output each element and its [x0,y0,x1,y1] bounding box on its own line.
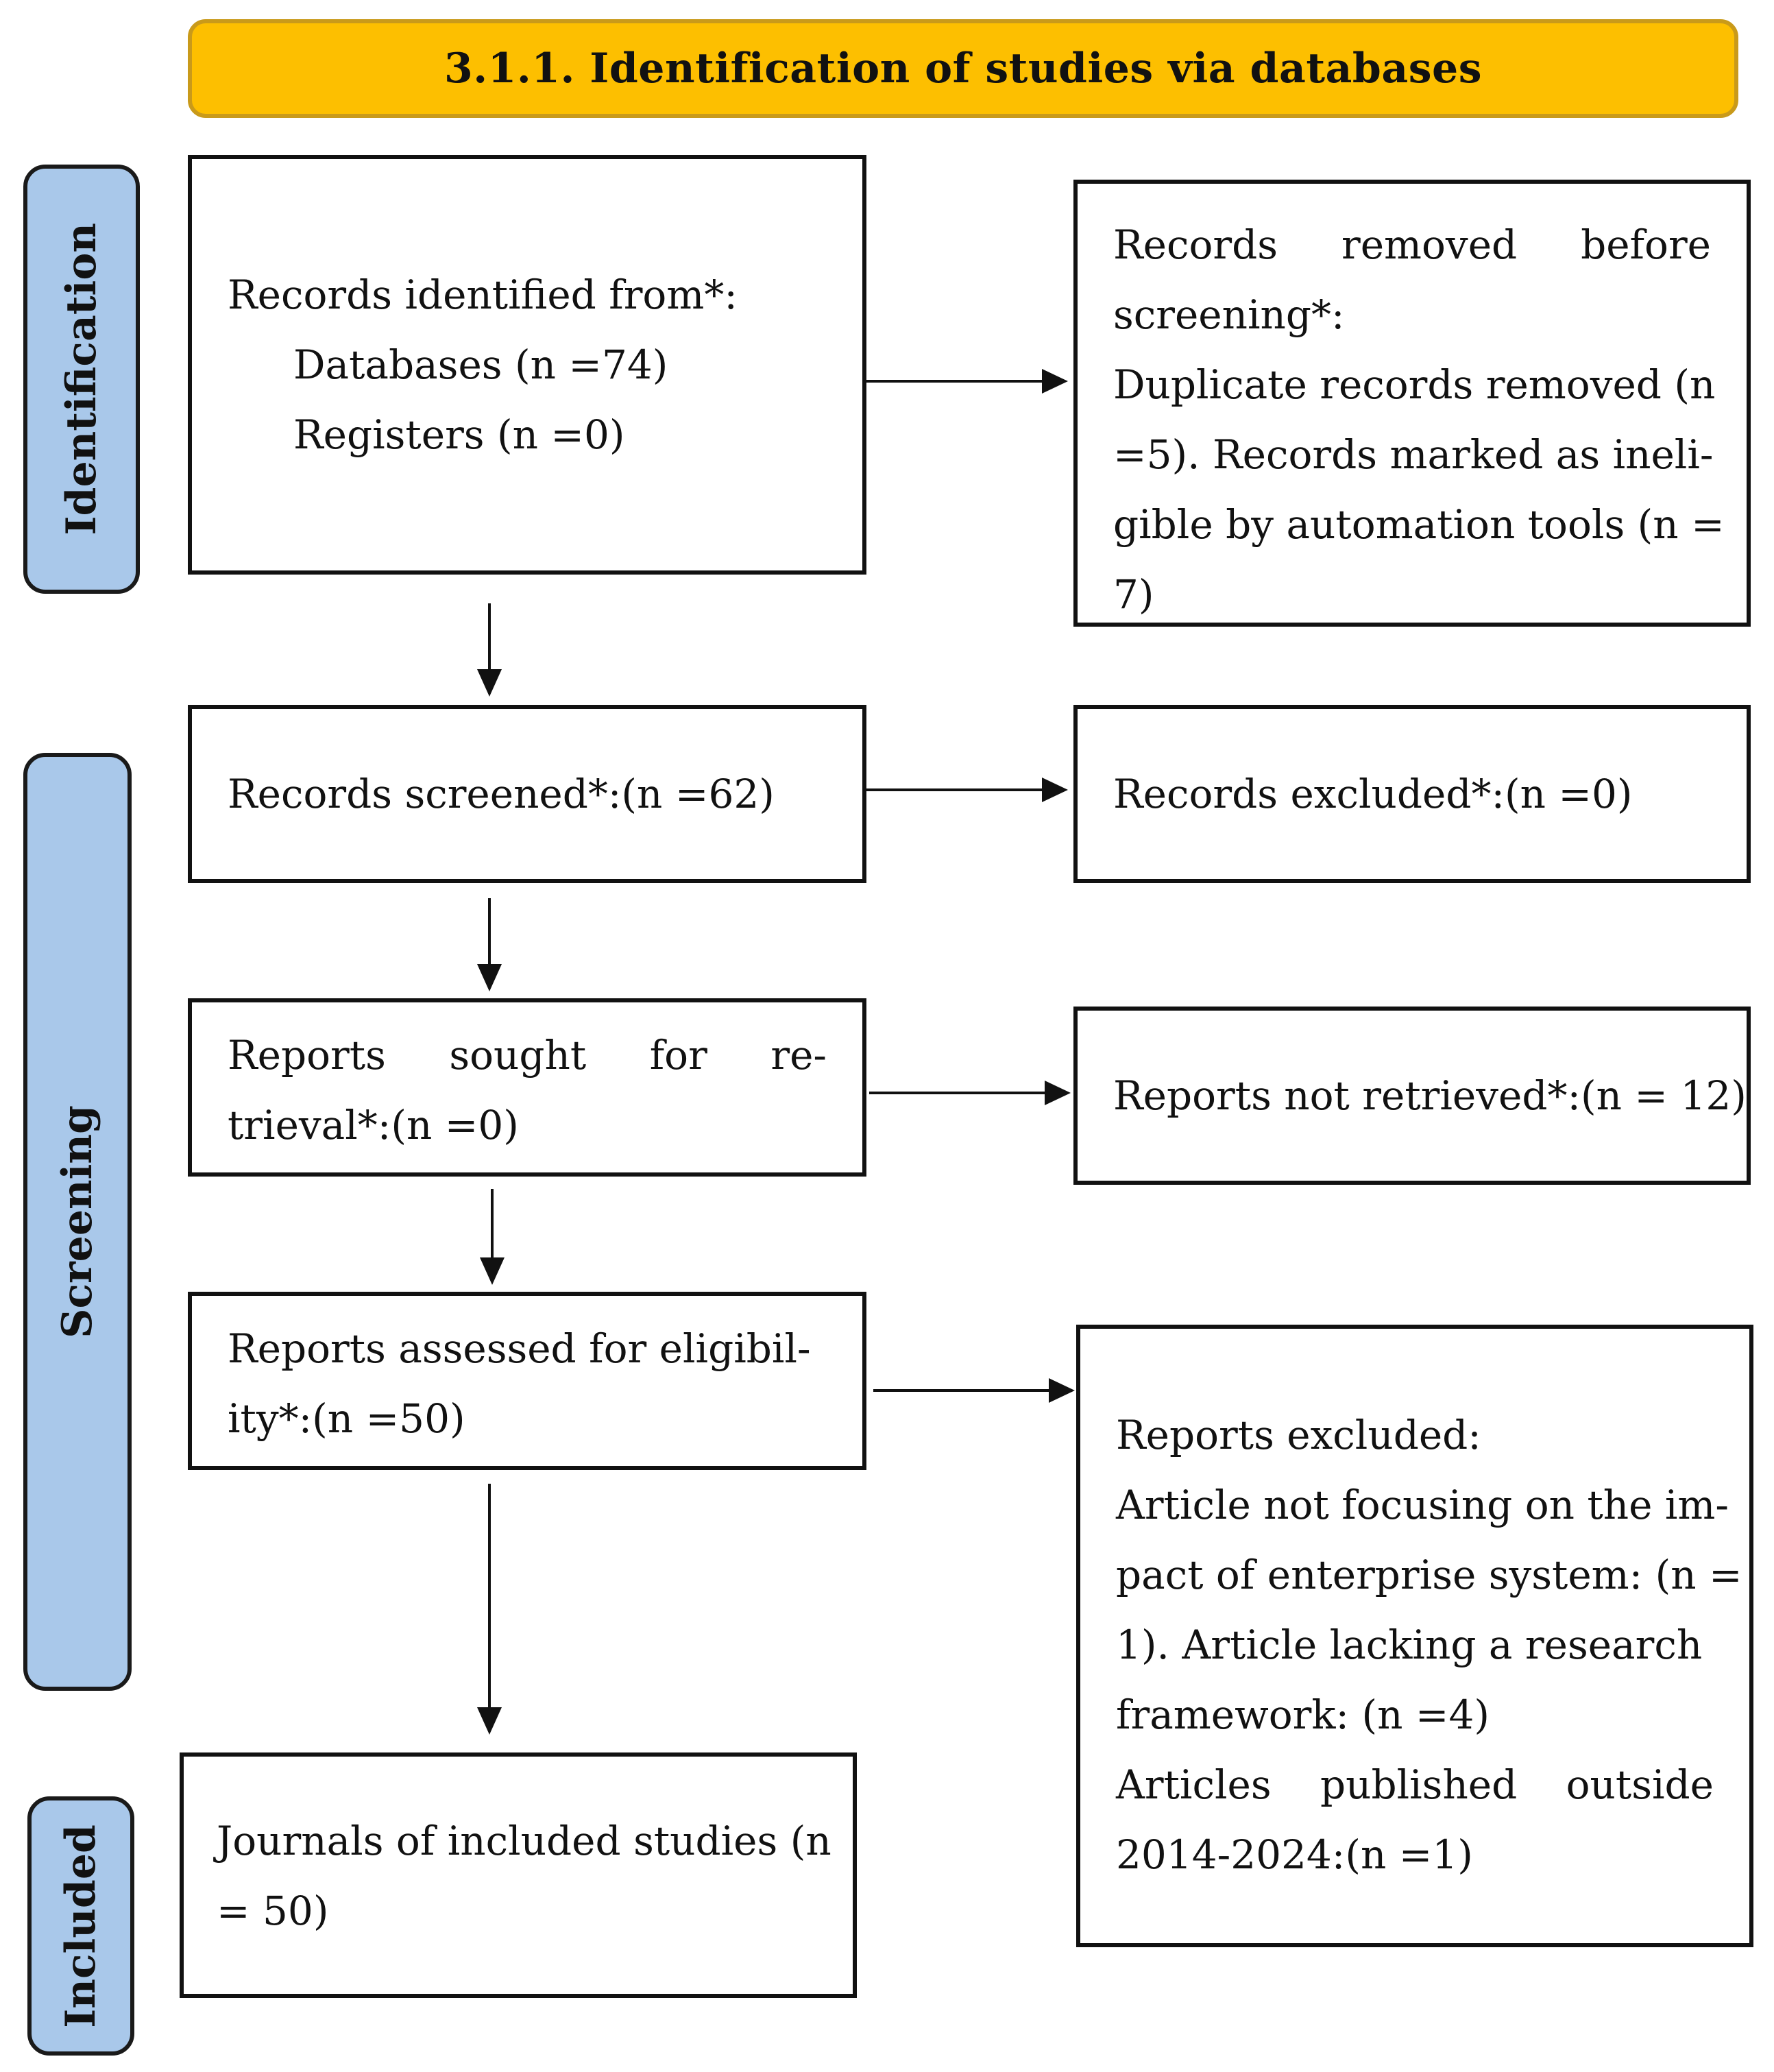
sought-line-2: trieval*:(n =0) [228,1102,519,1148]
removed-line-4: =5). Records marked as ineli- [1113,431,1714,478]
removed-word: before [1581,221,1711,268]
arrowhead-assessed [480,1257,505,1285]
box-records-identified: Records identified from*: Databases (n =… [188,155,866,575]
box-reports-excluded: Reports excluded: Article not focusing o… [1076,1325,1753,1947]
rexcl-word: published [1320,1761,1518,1808]
removed-word: Records [1113,221,1278,268]
sought-word: for [649,1032,707,1079]
identified-registers: Registers (n =0) [293,411,625,458]
removed-line-5: gible by automation tools (n = [1113,501,1725,548]
included-line-1: Journals of included studies (n [217,1818,831,1864]
excluded-line-1: Records excluded*:(n =0) [1113,771,1633,817]
header-bar: 3.1.1. Identification of studies via dat… [188,19,1738,118]
removed-line-3: Duplicate records removed (n [1113,361,1716,408]
box-reports-not-retrieved: Reports not retrieved*:(n = 12) [1073,1007,1751,1185]
removed-line-6: 7) [1113,571,1154,618]
rexcl-line-6: Articles published outside [1116,1750,1714,1820]
rexcl-line-2: Article not focusing on the im- [1116,1482,1729,1528]
arrowhead-removed [1042,369,1068,394]
arrowhead-notretrieved [1045,1081,1071,1105]
rexcl-line-3: pact of enterprise system: (n = [1116,1552,1742,1598]
arrowhead-screened [477,669,502,697]
box-reports-assessed: Reports assessed for eligibil- ity*:(n =… [188,1292,866,1470]
rexcl-word: Articles [1116,1761,1272,1808]
removed-line-2: screening*: [1113,291,1345,338]
phase-tab-included: Included [27,1796,134,2056]
rexcl-line-5: framework: (n =4) [1116,1691,1490,1738]
rexcl-word: outside [1566,1761,1714,1808]
phase-tab-identification: Identification [23,165,140,594]
assessed-line-1: Reports assessed for eligibil- [228,1325,811,1372]
box-records-excluded: Records excluded*:(n =0) [1073,705,1751,883]
arrowhead-included [477,1707,502,1735]
sought-word: sought [449,1032,587,1079]
header-title: 3.1.1. Identification of studies via dat… [443,45,1482,93]
included-line-2: = 50) [217,1888,329,1934]
removed-word: removed [1341,221,1518,268]
identified-databases: Databases (n =74) [293,341,668,388]
rexcl-line-4: 1). Article lacking a research [1116,1622,1703,1668]
rexcl-line-7: 2014-2024:(n =1) [1116,1831,1473,1878]
sought-line-1: Reports sought for re- [228,1020,827,1090]
identified-line-1: Records identified from*: [228,272,738,318]
phase-label-included: Included [57,1824,105,2028]
arrowhead-excluded [1042,778,1068,802]
assessed-line-2: ity*:(n =50) [228,1395,465,1442]
sought-word: Reports [228,1032,386,1079]
rexcl-line-1: Reports excluded: [1116,1412,1481,1458]
box-included-studies: Journals of included studies (n = 50) [180,1752,857,1998]
removed-line-1: Records removed before [1113,210,1711,280]
screened-line-1: Records screened*:(n =62) [228,771,775,817]
box-reports-sought: Reports sought for re- trieval*:(n =0) [188,998,866,1177]
arrowhead-reportsexcluded [1049,1378,1075,1403]
notretrieved-line-1: Reports not retrieved*:(n = 12) [1113,1072,1747,1119]
phase-label-screening: Screening [53,1105,101,1338]
box-records-screened: Records screened*:(n =62) [188,705,866,883]
phase-label-identification: Identification [58,223,106,535]
box-records-removed: Records removed before screening*: Dupli… [1073,180,1751,627]
sought-word: re- [770,1032,827,1079]
arrowhead-sought [477,964,502,991]
phase-tab-screening: Screening [23,753,132,1691]
